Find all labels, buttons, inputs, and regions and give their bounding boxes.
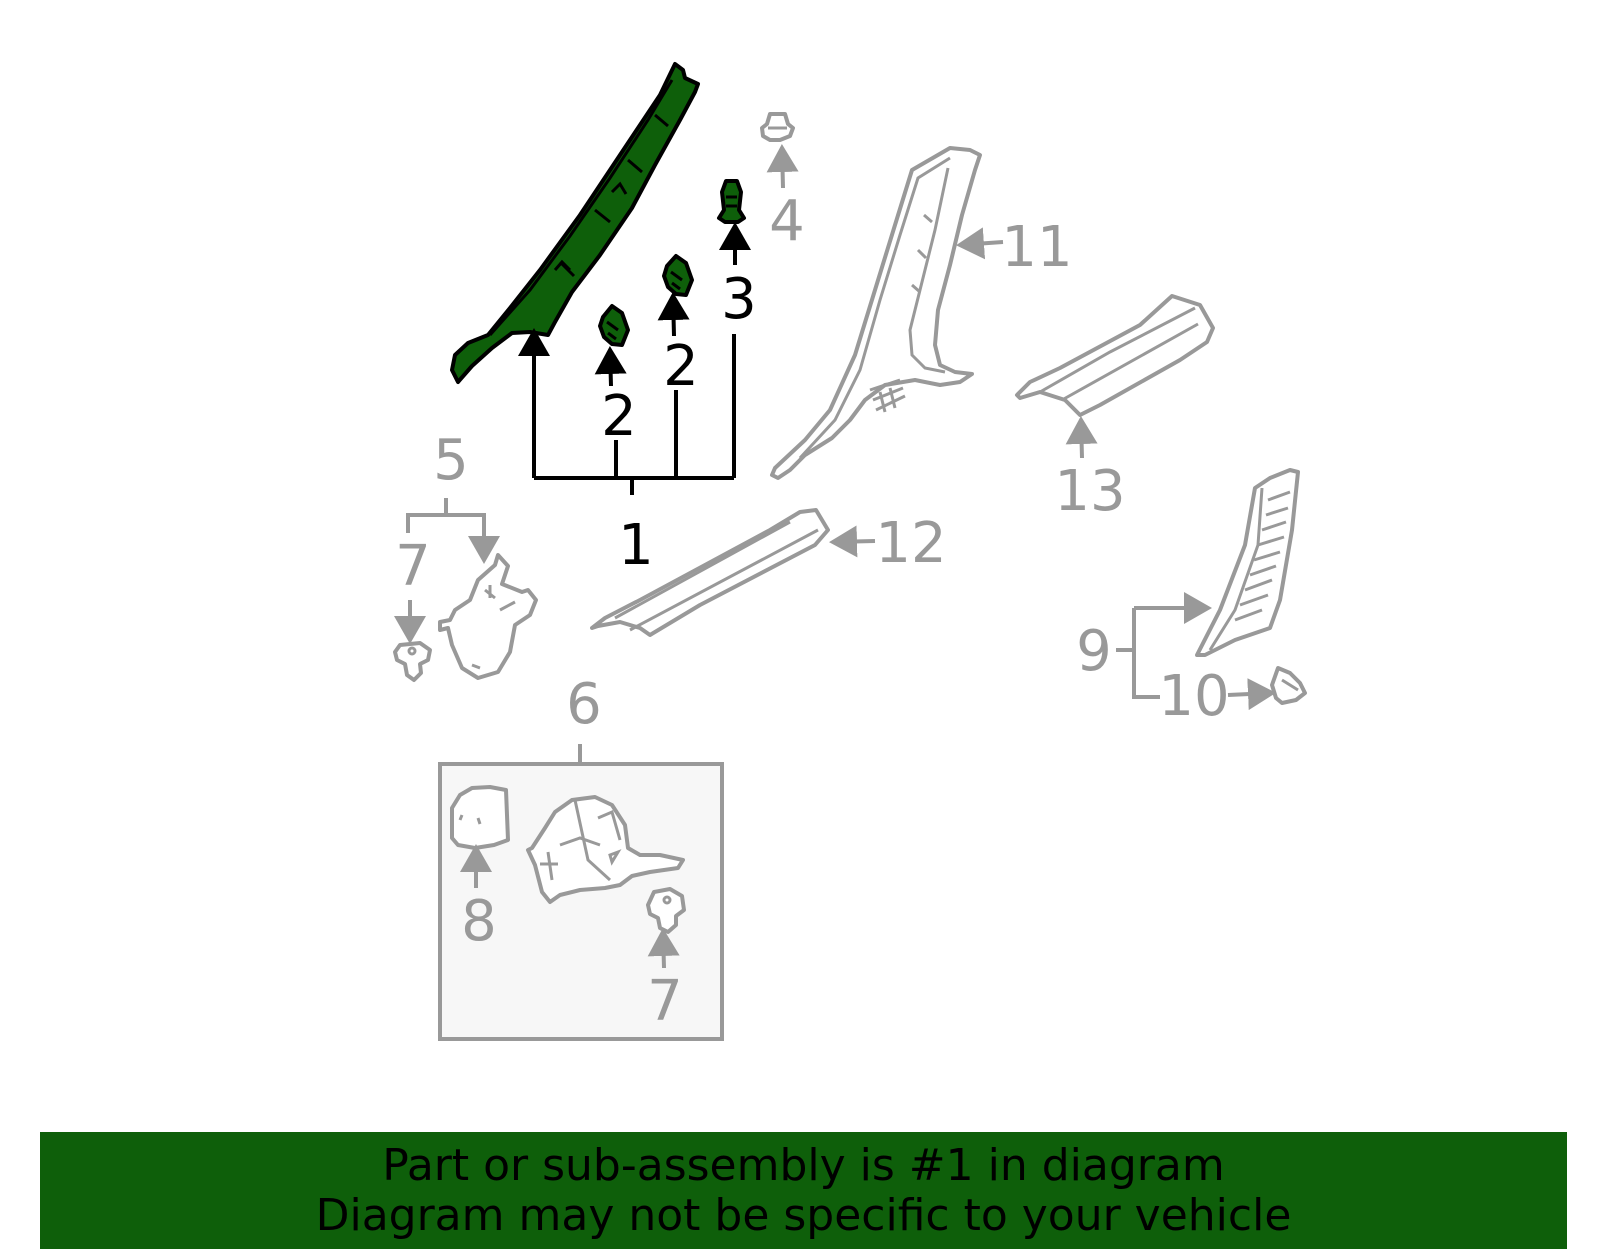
callout-2-b: 2: [663, 334, 699, 399]
scuff-plate-part-13[interactable]: [1015, 294, 1215, 459]
callout-13: 13: [1054, 459, 1125, 524]
clip-part-2-b[interactable]: [662, 254, 694, 297]
info-banner: Part or sub-assembly is #1 in diagram Di…: [40, 1132, 1567, 1249]
clip-part-7-a[interactable]: [393, 641, 432, 682]
callout-9: 9: [1076, 619, 1112, 684]
clip-part-10[interactable]: [1270, 666, 1307, 705]
callout-10: 10: [1158, 664, 1229, 729]
banner-line-disclaimer: Diagram may not be specific to your vehi…: [315, 1189, 1292, 1241]
pillar-trim-part-9[interactable]: [1195, 468, 1300, 657]
sill-plate-part-12[interactable]: [590, 508, 876, 637]
block-part-8[interactable]: [450, 785, 510, 850]
callout-1: 1: [618, 513, 654, 578]
panel-part-5[interactable]: [438, 553, 538, 680]
leader-lines-part-1: [518, 222, 751, 495]
bracket-part-6[interactable]: [526, 795, 685, 904]
clip-part-4[interactable]: [760, 112, 799, 189]
clip-part-7-b[interactable]: [646, 887, 686, 934]
a-pillar-garnish-part-1[interactable]: [450, 62, 700, 384]
callout-3: 3: [721, 267, 757, 332]
parts-diagram: 1 2 2 3 4 5 6 7 7 8 9 10 11 12 13: [393, 62, 1307, 1041]
banner-line-part-number: Part or sub-assembly is #1 in diagram: [382, 1139, 1225, 1191]
callout-12: 12: [875, 511, 946, 576]
callout-4: 4: [769, 189, 805, 254]
callout-5: 5: [433, 428, 469, 493]
callout-11: 11: [1001, 215, 1072, 280]
callout-6: 6: [566, 672, 602, 737]
callout-7-b: 7: [647, 969, 683, 1034]
callout-8: 8: [461, 889, 497, 954]
leader-lines-part-5-7: [394, 498, 500, 644]
pillar-trim-part-11[interactable]: [770, 146, 1004, 480]
sub-assembly-box-part-6[interactable]: [438, 744, 724, 1041]
leader-lines-part-9-10: [1116, 592, 1276, 711]
clip-part-2-a[interactable]: [598, 304, 630, 347]
callout-2-a: 2: [601, 384, 637, 449]
callout-7-a: 7: [395, 534, 431, 599]
clip-part-3[interactable]: [717, 179, 746, 224]
